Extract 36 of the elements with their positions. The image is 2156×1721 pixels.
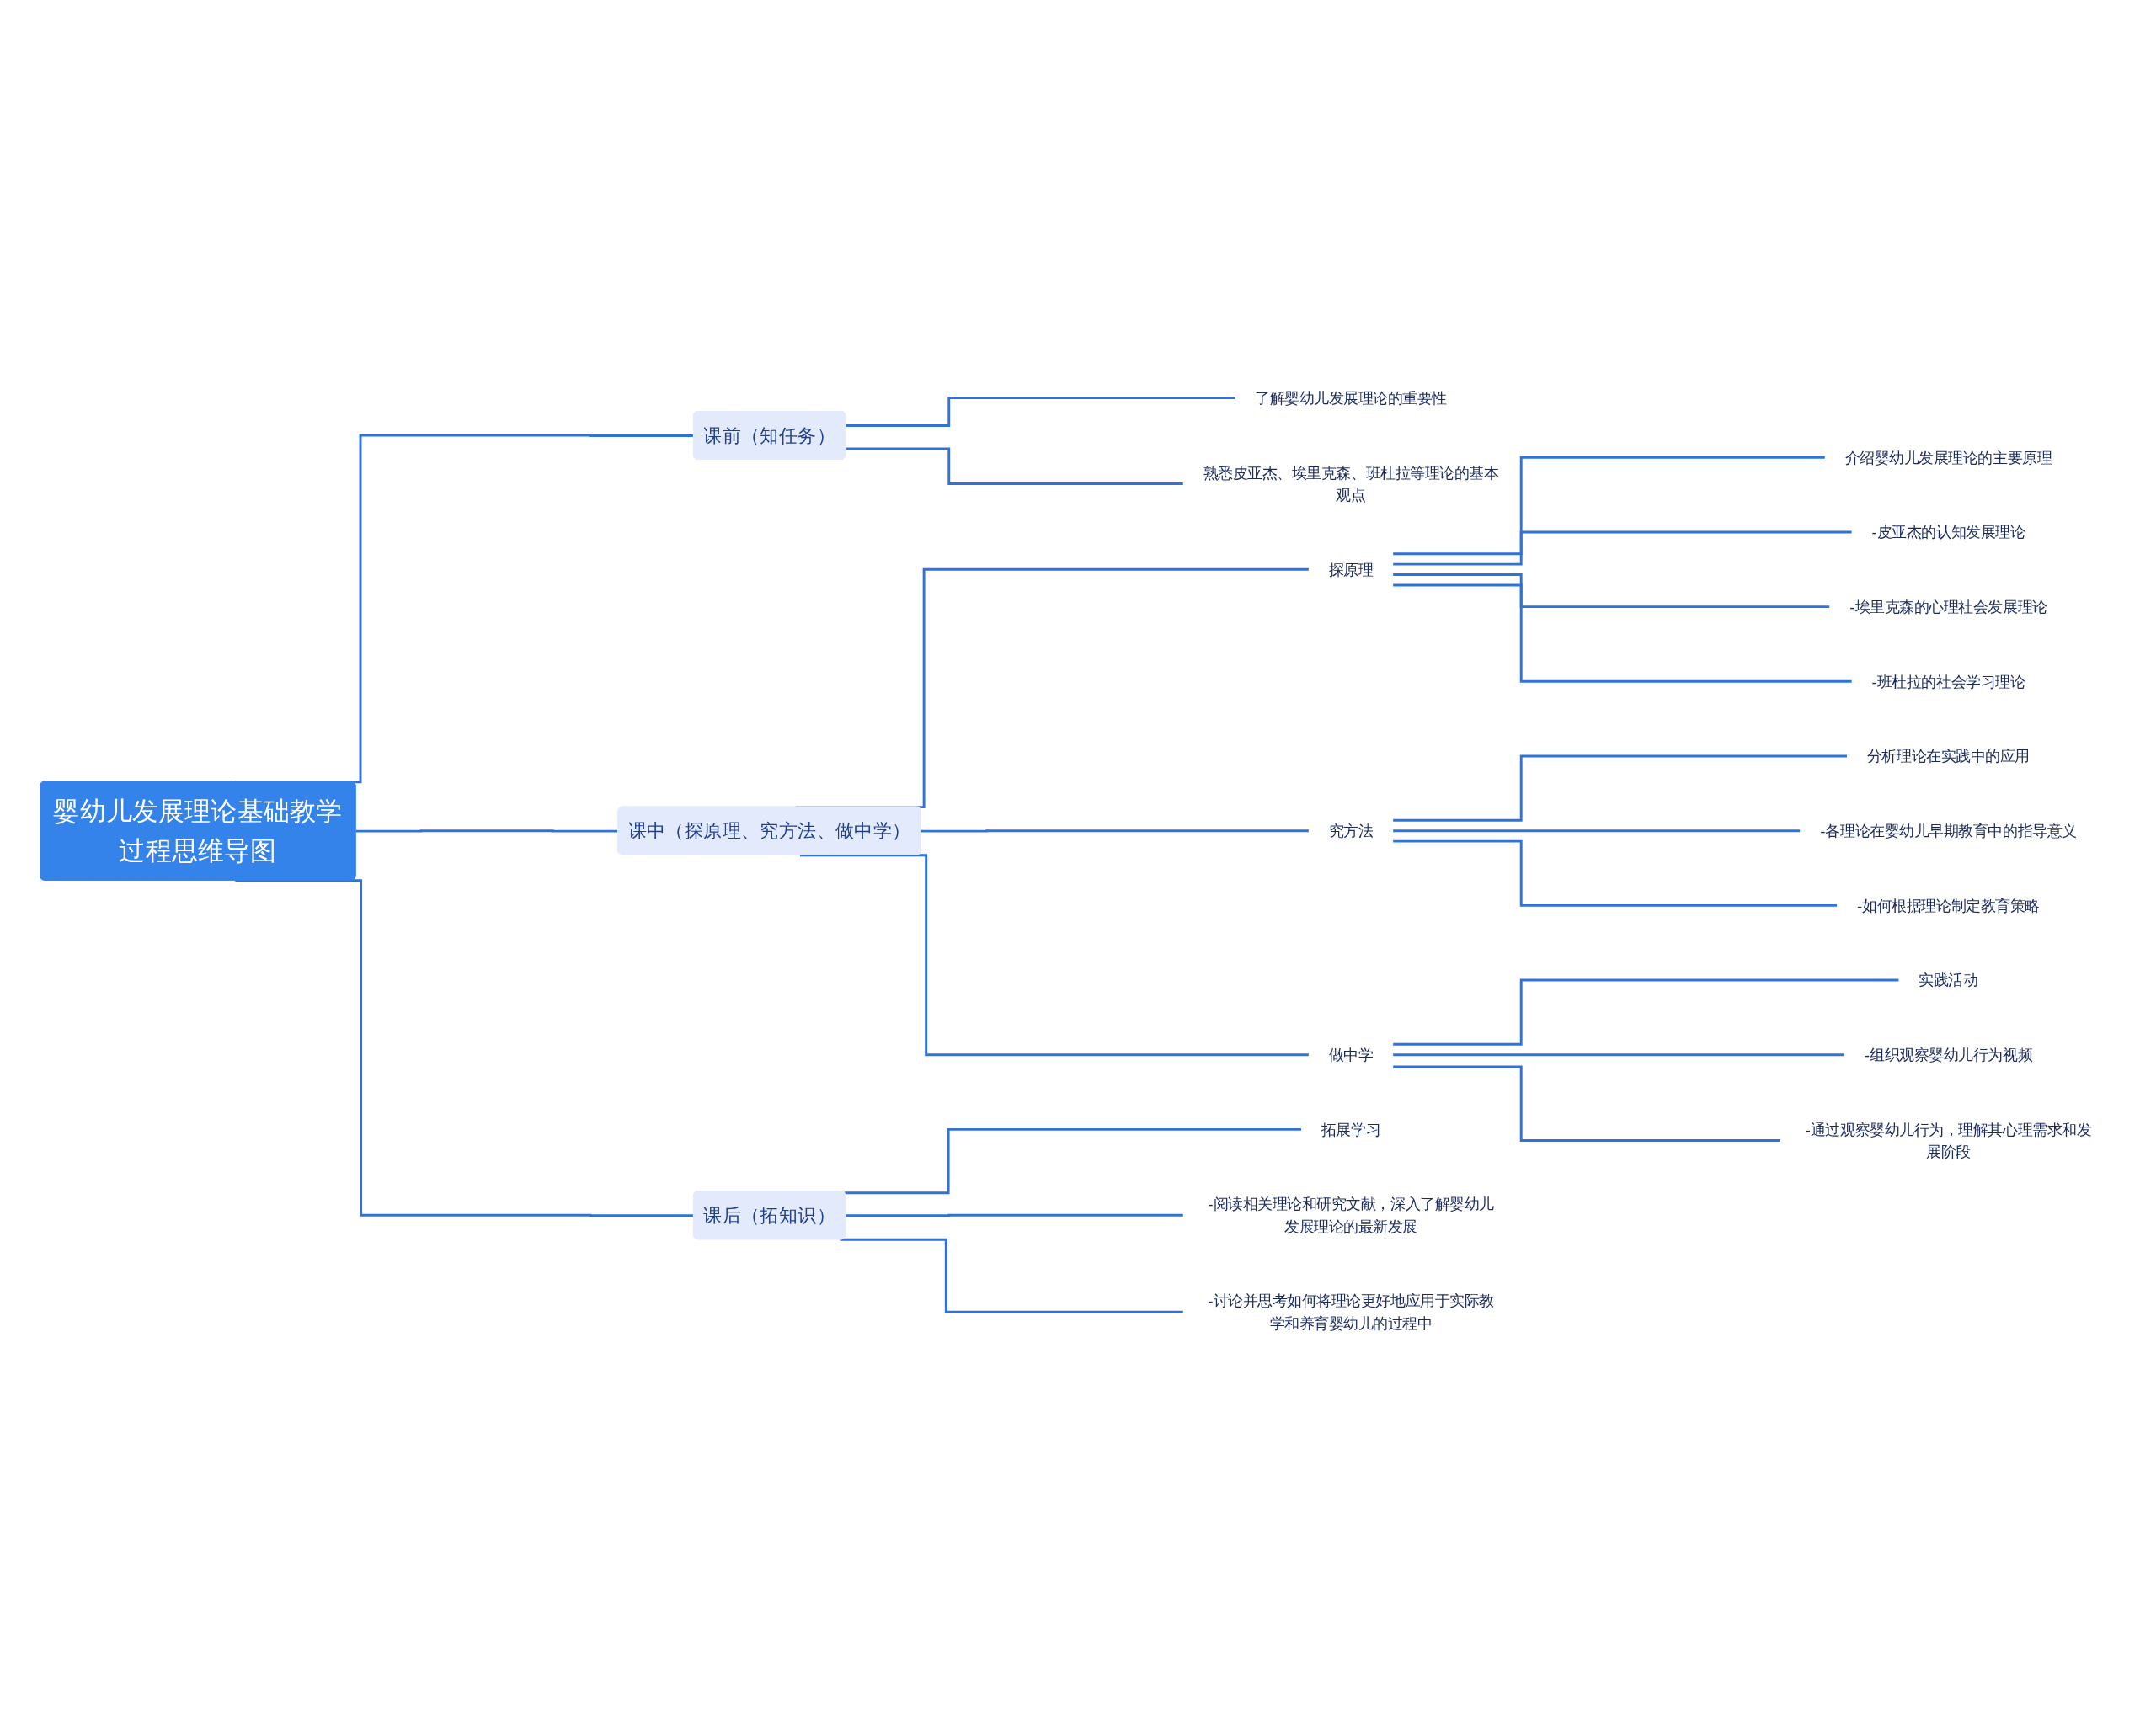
- connector: [846, 397, 1235, 428]
- node-text: 做中学: [1328, 1046, 1374, 1063]
- node-text: -阅读相关理论和研究文献，深入了解婴幼儿发展理论的最新发展: [1208, 1195, 1494, 1235]
- connector: [1392, 456, 1826, 556]
- connector: [1392, 839, 1838, 907]
- node-text: 拓展学习: [1321, 1121, 1381, 1138]
- node-text: -通过观察婴幼儿行为，理解其心理需求和发展阶段: [1805, 1121, 2092, 1160]
- node-text: 分析理论在实践中的应用: [1866, 747, 2030, 765]
- connector: [1392, 530, 1853, 566]
- node-text: 究方法: [1328, 822, 1374, 839]
- node-text: -讨论并思考如何将理论更好地应用于实际教学和养育婴幼儿的过程中: [1208, 1292, 1494, 1332]
- node-text: -埃里克森的心理社会发展理论: [1849, 598, 2047, 615]
- node-text: 介绍婴幼儿发展理论的主要原理: [1844, 449, 2052, 466]
- connector: [1392, 754, 1848, 822]
- node-text: 实践活动: [1919, 971, 1978, 989]
- node-text: -如何根据理论制定教育策略: [1857, 897, 2040, 914]
- node-text: -皮亚杰的认知发展理论: [1871, 523, 2025, 541]
- node-text: -各理论在婴幼儿早期教育中的指导意义: [1820, 822, 2077, 839]
- connector: [1392, 978, 1899, 1046]
- connector: [846, 1213, 1184, 1217]
- connector: [844, 1127, 1302, 1195]
- node-text: 熟悉皮亚杰、埃里克森、班杜拉等理论的基本观点: [1203, 464, 1499, 504]
- connector: [800, 854, 1310, 1057]
- node-text: 了解婴幼儿发展理论的重要性: [1255, 389, 1448, 407]
- node-text: -班杜拉的社会学习理论: [1871, 673, 2025, 690]
- connector: [1392, 583, 1853, 683]
- connector: [840, 1238, 1184, 1313]
- connector: [846, 447, 1184, 485]
- connector: [1392, 573, 1830, 609]
- connector: [921, 829, 1310, 833]
- connector: [355, 829, 619, 833]
- node-text: 探原理: [1328, 561, 1374, 578]
- connector: [1392, 1053, 1845, 1057]
- node-text: -组织观察婴幼儿行为视频: [1864, 1046, 2033, 1063]
- connector: [1392, 1065, 1781, 1142]
- connector: [1392, 829, 1801, 833]
